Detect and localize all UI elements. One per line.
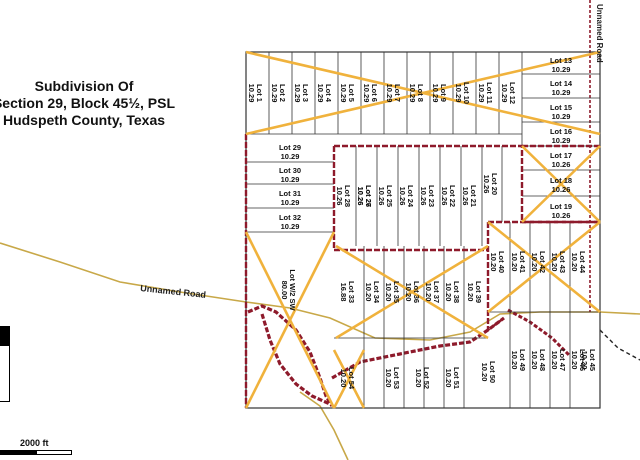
road-south [299,391,349,460]
lot-label-lot-24: Lot 2410.26 [398,185,415,208]
lot-label-lot-47: Lot 4710.20 [550,349,567,371]
lot-label-lot-1: Lot 110.29 [247,84,264,103]
lot-label-lot-7: Lot 710.29 [385,84,402,103]
lot-label-lot-48: Lot 4810.20 [530,349,547,371]
lot-label-lot-36: Lot 3610.20 [404,281,421,303]
road-label-ne: Unnamed Road [595,4,604,63]
lot-label-lot-8: Lot 810.29 [408,84,425,103]
map-title: Subdivision Of Section 29, Block 45½, PS… [0,78,182,129]
lot-label-lot-54: Lot 5410.20 [339,367,356,390]
lot-label-lot-39: Lot 3910.20 [466,281,483,303]
lot-label-lot-23: Lot 2310.26 [419,185,436,207]
top-row-lines [246,52,600,408]
lot-label-lot-41: Lot 4110.20 [510,251,527,273]
title-line-1: Subdivision Of [34,78,134,94]
lot-label-lot-51: Lot 5110.20 [444,367,461,389]
lot-label-lot-38: Lot 3810.20 [444,281,461,303]
lot-label-lot-50: Lot 5010.20 [480,361,497,383]
road-label-west: Unnamed Road [140,283,207,300]
lot-label-lot-33: Lot 3316.88 [339,281,356,303]
lot-label-lot-3: Lot 310.29 [293,84,310,103]
lot-label-lot-9: Lot 910.29 [431,84,448,103]
lot-label-lot-44: Lot 4410.20 [570,251,587,274]
lot-label-lot-w-2-sw: Lot W/2 SW80.00 [280,269,297,311]
lot-label-lot-21: Lot 2110.26 [461,185,478,207]
lot-label-lot-40: Lot 4010.20 [489,251,506,273]
lot-label-lot-25: Lot 2510.26 [377,185,394,207]
track-line [247,304,334,407]
lot-label-lot-45: Lot 4510.20 [580,349,597,371]
scale-bar-dark [0,450,36,455]
lot-label-lot-42: Lot 4210.20 [530,251,547,273]
lot-label-lot-34: Lot 3410.20 [364,281,381,304]
lot-label-lot-28: Lot 2810.26 [335,185,352,207]
lot-label-lot-10: Lot 1010.29 [454,82,471,104]
lot-label-lot-22: Lot 2210.26 [440,185,457,207]
lot-label-lot-27: Lot 2710.26 [356,185,373,207]
lot-label-lot-53: Lot 5310.20 [384,367,401,389]
legend-swatch [0,326,10,346]
track-line-4 [507,308,572,358]
lot-label-lot-11: Lot 1110.29 [477,82,494,104]
lot-label-lot-12: Lot 1210.29 [500,82,517,104]
block-boundaries [244,134,600,408]
lot-label-lot-5: Lot 510.29 [339,84,356,103]
scale-bar-light [36,450,72,455]
lot-label-lot-43: Lot 4310.20 [550,251,567,273]
lot-label-lot-52: Lot 5210.20 [414,367,431,389]
lot-labels: Lot 110.29 Lot 210.29 Lot 310.29 Lot 410.29… [247,56,597,390]
title-line-2: Section 29, Block 45½, PSL [0,95,176,111]
lot-label-lot-37: Lot 3710.20 [424,281,441,303]
scale-bar [0,450,72,455]
sold-crosses [244,50,601,409]
scale-label: 2000 ft [20,438,49,448]
track-line-2 [260,313,331,406]
lot-label-lot-26: Lot 2610.26 [356,185,373,207]
title-line-3: Hudspeth County, Texas [2,112,166,128]
lot-label-lot-49: Lot 4910.20 [510,349,527,371]
lot-label-lot-2: Lot 210.29 [270,84,287,103]
lot-label-lot-46: Lot 4610.20 [570,349,587,371]
road-east-dashed [599,329,640,361]
lot-label-lot-4: Lot 410.29 [316,84,333,103]
lot-label-lot-20: Lot 2010.26 [482,173,499,195]
lot-label-lot-35: Lot 3510.20 [384,281,401,303]
lot-label-lot-6: Lot 610.29 [362,84,379,103]
